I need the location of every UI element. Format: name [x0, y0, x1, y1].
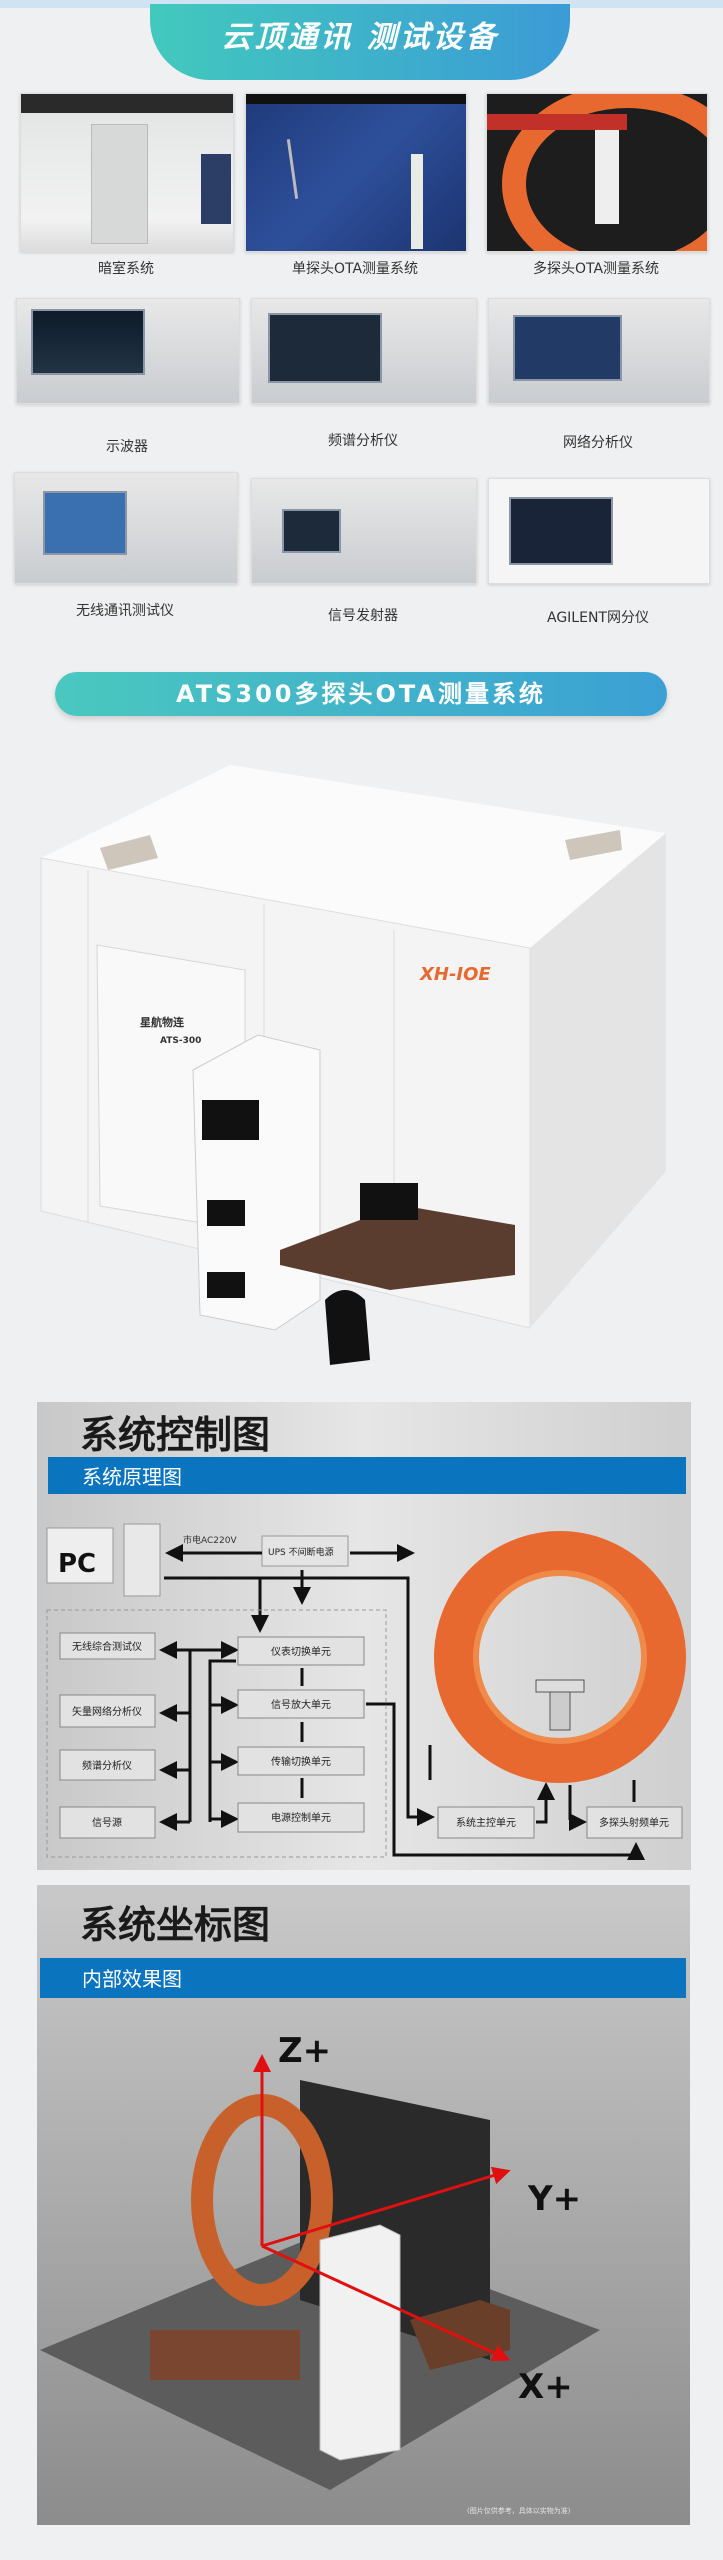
instrument-box: 无线综合测试仪 [72, 1640, 142, 1653]
coordinate-diagram: 系统坐标图 内部效果图 Z+ Y+ X+ (图片仅供参考，具体以实物为准) [37, 1885, 690, 2525]
diagram-subtitle-bar [40, 1958, 686, 1998]
instrument-box: 信号源 [92, 1816, 122, 1829]
unit-box: 电源控制单元 [271, 1811, 331, 1824]
axis-label-y: Y+ [527, 2179, 581, 2219]
chamber-top [41, 765, 666, 948]
diagram-subtitle-bar [48, 1457, 686, 1494]
equipment-label: 信号发射器 [328, 608, 398, 624]
axis-label-z: Z+ [278, 2031, 331, 2071]
equipment-label: AGILENT网分仪 [547, 610, 649, 626]
multi-probe-ota-photo [486, 93, 708, 252]
desk [410, 2300, 510, 2370]
vent [100, 835, 158, 870]
pc-tower [123, 1523, 161, 1597]
diagram-subtitle: 系统原理图 [82, 1465, 182, 1489]
ups-box [261, 1535, 349, 1567]
instrument-box: 频谱分析仪 [82, 1759, 132, 1772]
image-caption: (图片仅供参考，具体以实物为准) [467, 2506, 571, 2515]
spectrum-analyzer-photo [251, 298, 477, 404]
equipment-label: 频谱分析仪 [328, 433, 398, 449]
section-header: 云顶通讯 测试设备 [150, 4, 570, 80]
monitor [360, 1183, 418, 1220]
equipment-label: 示波器 [106, 439, 148, 455]
desk [280, 1205, 515, 1290]
chamber-model: ATS-300 [160, 1036, 201, 1046]
main-control-box: 系统主控单元 [456, 1816, 516, 1829]
diagram-subtitle: 内部效果图 [82, 1967, 182, 1991]
anechoic-room-photo [20, 93, 234, 252]
rf-unit-box: 多探头射频单元 [599, 1816, 669, 1829]
diagram-title: 系统控制图 [80, 1413, 270, 1457]
equipment-label: 无线通讯测试仪 [76, 603, 174, 619]
diagram-title: 系统坐标图 [80, 1903, 270, 1947]
wireless-tester-photo [14, 472, 238, 584]
oscilloscope-photo [16, 298, 240, 404]
chamber-brand: 星航物连 [140, 1015, 185, 1029]
system-control-diagram: 系统控制图 系统原理图 PC 市电AC220V UPS 不间断电源 [37, 1402, 691, 1870]
probe-ring [434, 1531, 686, 1783]
chamber-render: 星航物连 ATS-300 XH-IOE [40, 765, 666, 1365]
equipment-label: 暗室系统 [98, 261, 154, 277]
ups-label: UPS 不间断电源 [268, 1546, 334, 1558]
vent [565, 830, 622, 860]
mains-label: 市电AC220V [183, 1534, 237, 1546]
ats300-banner: ATS300多探头OTA测量系统 [55, 672, 667, 716]
brand-logo: XH-IOE [419, 964, 491, 985]
unit-box: 传输切换单元 [271, 1755, 331, 1768]
chamber-side [530, 833, 666, 1328]
pc-monitor [46, 1527, 114, 1584]
network-analyzer-photo [488, 298, 710, 404]
equipment-label: 单探头OTA测量系统 [291, 261, 419, 277]
signal-generator-photo [251, 478, 477, 584]
equipment-label: 网络分析仪 [563, 435, 633, 451]
chair [325, 1290, 370, 1365]
equipment-rack [319, 2224, 401, 2461]
agilent-analyzer-photo [488, 478, 710, 584]
platform [150, 2330, 300, 2380]
unit-box: 信号放大单元 [271, 1698, 331, 1711]
axis-label-x: X+ [518, 2367, 573, 2407]
single-probe-ota-photo [245, 93, 467, 252]
equipment-label: 多探头OTA测量系统 [532, 261, 660, 277]
pc-label: PC [58, 1549, 96, 1579]
unit-box: 仪表切换单元 [271, 1645, 331, 1658]
instrument-box: 矢量网络分析仪 [72, 1705, 142, 1718]
